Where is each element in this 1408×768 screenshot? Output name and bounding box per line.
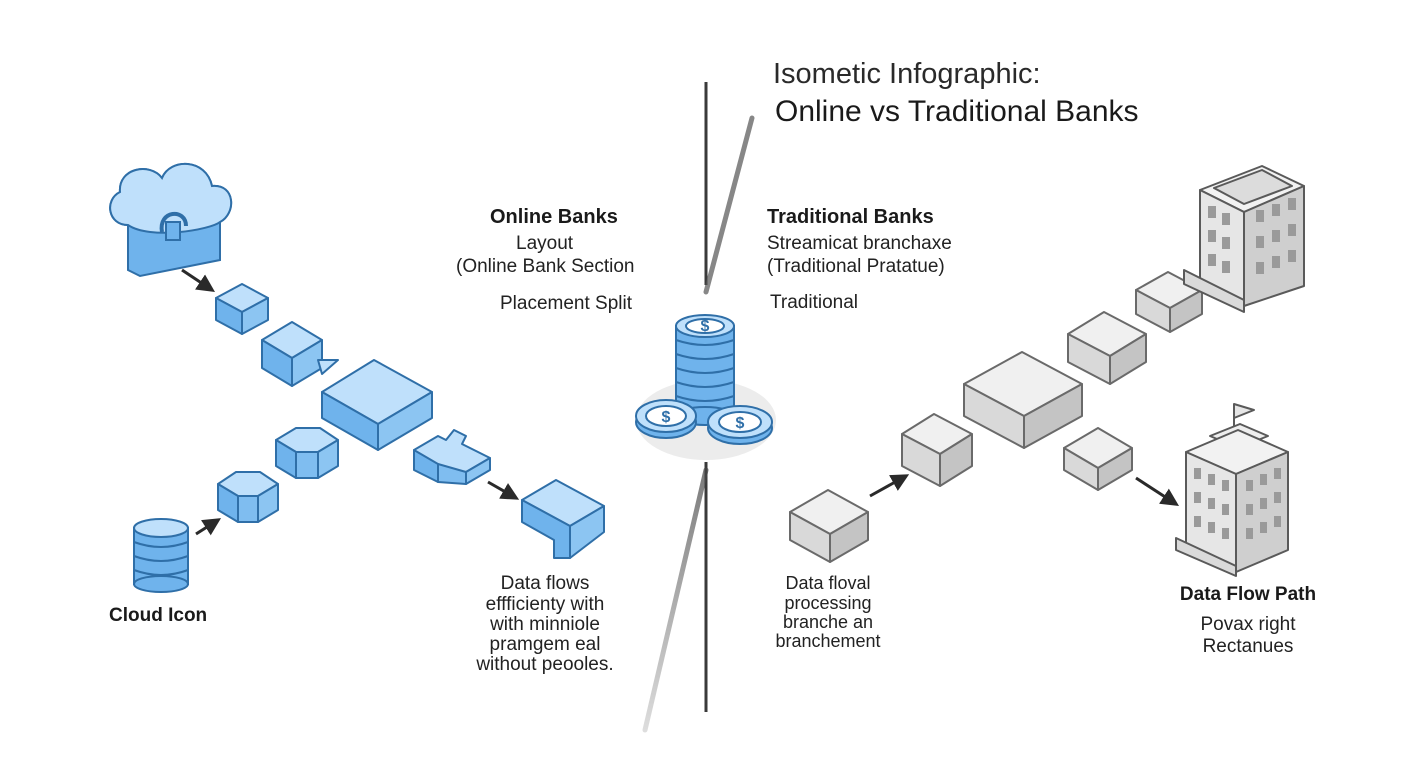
- cloud-icon-label: Cloud Icon: [109, 605, 208, 626]
- traditional-line-2: (Traditional Pratatue): [767, 256, 945, 277]
- svg-text:$: $: [736, 415, 745, 432]
- data-flow-path-title: Data Flow Path: [1179, 584, 1317, 605]
- online-caption-1: Data flows: [500, 573, 590, 594]
- traditional-caption-2: processing: [784, 593, 872, 613]
- arrow-icon: [869, 474, 910, 498]
- svg-text:$: $: [662, 409, 671, 426]
- cloud-lock-icon: [109, 163, 233, 278]
- database-icon: [133, 518, 189, 593]
- svg-text:$: $: [701, 318, 710, 335]
- online-line-2: (Online Bank Section: [456, 256, 635, 277]
- bank-building-icon: [1183, 165, 1305, 313]
- traditional-heading: Traditional Banks: [767, 206, 934, 228]
- online-caption-5: without peooles.: [476, 654, 614, 675]
- traditional-flow-blocks: [789, 271, 1203, 563]
- traditional-line-1: Streamicat branchaxe: [767, 233, 952, 254]
- data-flow-path-line-1: Povax right: [1200, 614, 1296, 635]
- arrow-icon: [487, 480, 520, 500]
- coin-stack-icon: $ $ $: [635, 314, 776, 460]
- online-line-1: Layout: [516, 233, 574, 254]
- online-caption-4: pramgem eal: [489, 634, 601, 655]
- page-title-line2: Online vs Traditional Banks: [775, 95, 1139, 128]
- office-building-icon: [1175, 403, 1289, 577]
- arrow-icon: [181, 268, 215, 292]
- online-caption-3: with minniole: [490, 614, 600, 635]
- online-heading: Online Banks: [490, 206, 618, 228]
- online-line-3: Placement Split: [500, 293, 633, 314]
- online-flow-blocks: [215, 283, 605, 559]
- arrow-icon: [195, 518, 222, 536]
- data-flow-path-line-2: Rectanues: [1202, 636, 1294, 657]
- online-caption-2: effficienty with: [485, 594, 605, 615]
- traditional-caption-3: branche an: [782, 612, 874, 632]
- traditional-caption-1: Data floval: [785, 573, 871, 593]
- traditional-caption-4: branchement: [775, 631, 881, 651]
- center-divider: [642, 82, 755, 733]
- page-title-line1: Isometic Infographic:: [773, 58, 1041, 90]
- traditional-line-3: Traditional: [770, 292, 859, 313]
- arrow-icon: [1135, 476, 1180, 506]
